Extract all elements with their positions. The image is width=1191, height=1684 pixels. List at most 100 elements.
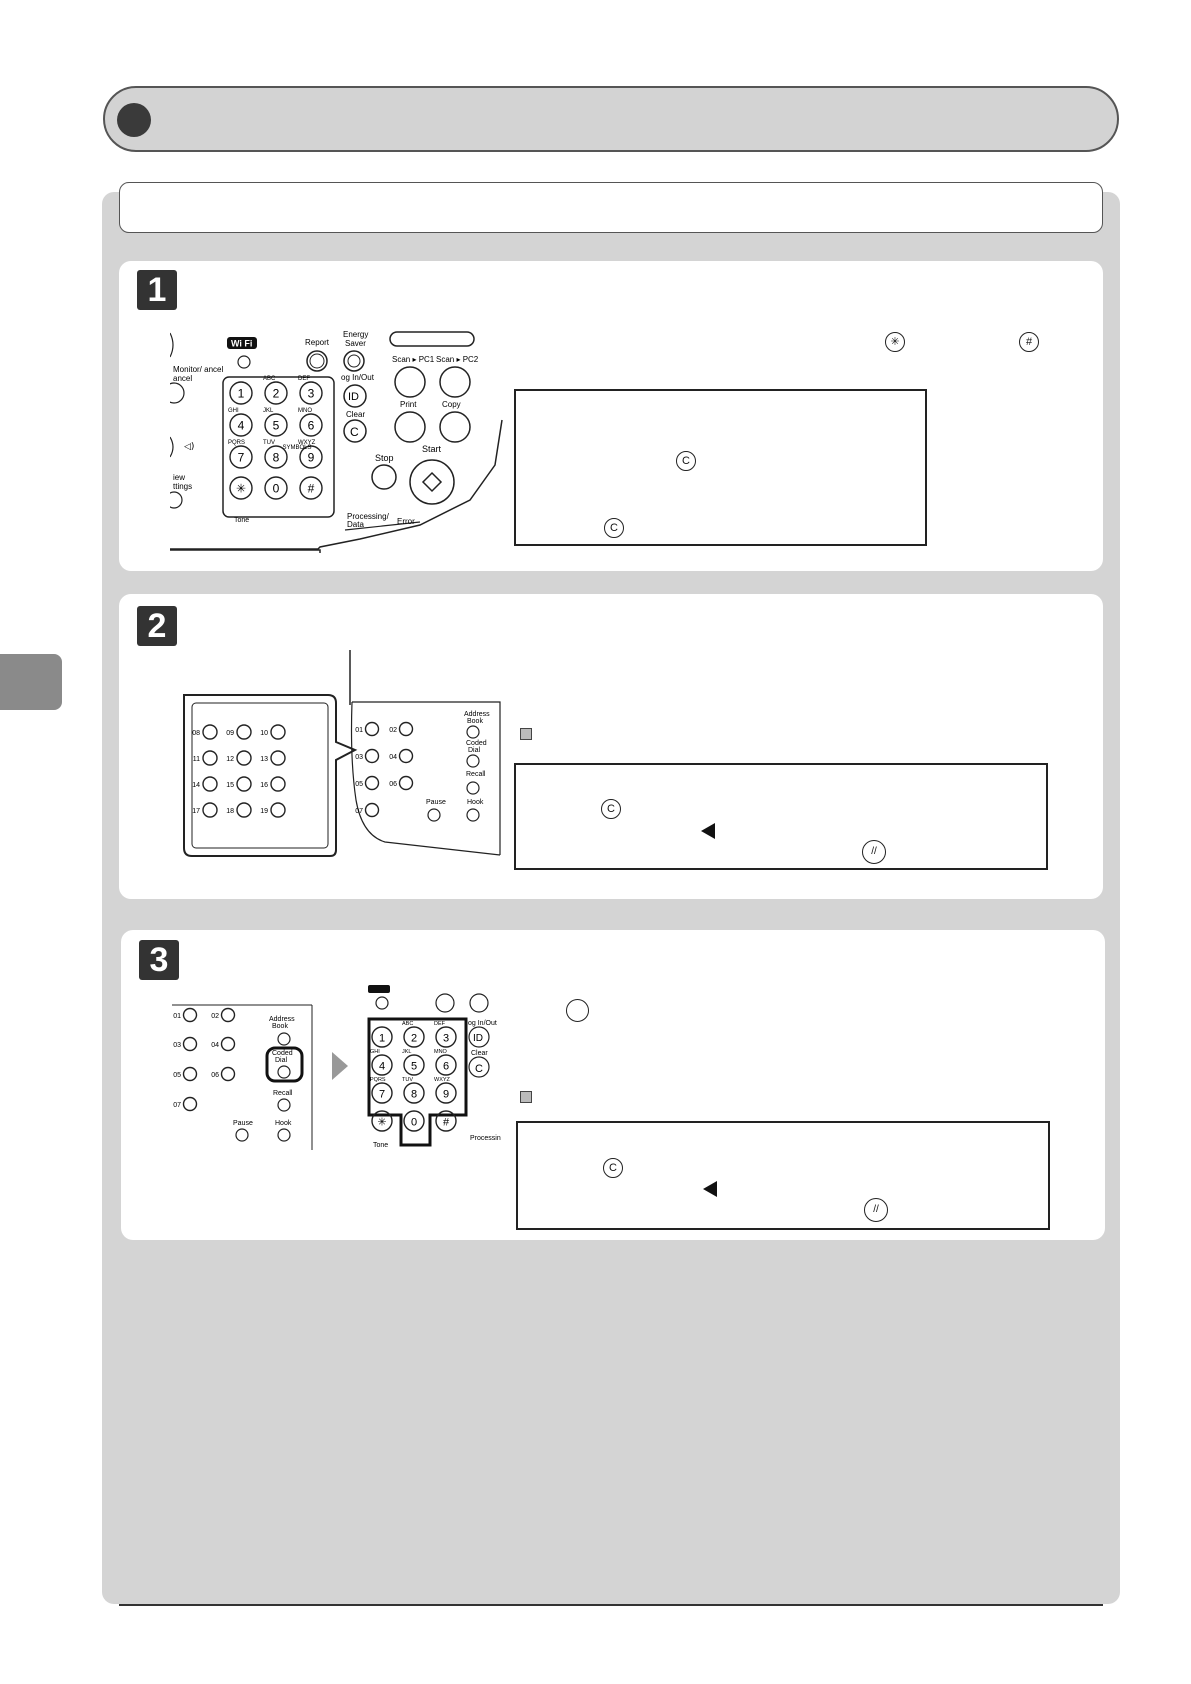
keypad-key-label: #	[308, 482, 315, 496]
monitor-cancel-label: Monitor/ ancel	[173, 365, 223, 374]
one-touch-button	[202, 802, 218, 818]
keypad-key	[403, 1082, 425, 1104]
one-touch-number: 01	[173, 1013, 181, 1020]
keypad-key	[435, 1054, 457, 1076]
one-touch-button	[182, 1036, 198, 1052]
svg-text:Clear: Clear	[471, 1050, 488, 1057]
step-3-note-box	[516, 1121, 1050, 1230]
copy-button	[439, 411, 471, 443]
one-touch-button	[270, 724, 286, 740]
reference-arrow-icon	[520, 728, 532, 740]
chapter-side-tab	[0, 654, 62, 710]
one-touch-button	[182, 1066, 198, 1082]
keypad-key-label: 0	[411, 1117, 417, 1129]
left-arrow-icon	[703, 1181, 717, 1197]
svg-text:og In/Out: og In/Out	[468, 1020, 497, 1027]
svg-text:Saver: Saver	[345, 339, 366, 348]
svg-text:Coded: Coded	[466, 740, 487, 747]
keypad-key	[299, 381, 323, 405]
clear-key-icon: C	[601, 799, 621, 819]
keypad-key-letters: PQRS	[370, 1077, 386, 1083]
left-arrow-icon	[701, 823, 715, 839]
keypad-key-label: 5	[273, 419, 280, 433]
svg-text:Hook: Hook	[467, 799, 484, 806]
wifi-icon	[227, 337, 257, 349]
hook-button	[466, 808, 480, 822]
svg-text:Copy: Copy	[442, 400, 461, 409]
one-touch-number: 10	[260, 730, 268, 737]
clear-key-icon: C	[676, 451, 696, 471]
keypad-key-letters: PQRS	[228, 440, 245, 446]
panel-edge	[170, 549, 321, 553]
keypad-key-letters: WXYZ	[434, 1077, 451, 1083]
one-touch-button	[236, 750, 252, 766]
reset-key-icon: //	[862, 840, 886, 864]
keypad-key	[403, 1110, 425, 1132]
report-button	[306, 350, 328, 372]
svg-text:Tone: Tone	[373, 1142, 388, 1149]
svg-text:ID: ID	[473, 1033, 483, 1044]
svg-text:Start: Start	[422, 444, 442, 454]
one-touch-number: 02	[211, 1013, 219, 1020]
clear-key-icon: C	[604, 518, 624, 538]
keypad-key-letters: JKL	[402, 1049, 411, 1055]
svg-text:og In/Out: og In/Out	[341, 373, 375, 382]
keypad-key	[264, 381, 288, 405]
svg-text:Error: Error	[397, 517, 415, 526]
keypad-highlight	[367, 1017, 468, 1147]
keypad-key	[403, 1054, 425, 1076]
one-touch-number: 09	[226, 730, 234, 737]
svg-text:Book: Book	[467, 718, 483, 725]
energy-saver-button	[343, 350, 365, 372]
star-key-icon: ✳	[885, 332, 905, 352]
clear-key-icon: C	[603, 1158, 623, 1178]
keypad-key	[299, 413, 323, 437]
svg-text:ID: ID	[348, 391, 359, 403]
stop-button	[371, 464, 397, 490]
chapter-title-bar	[103, 86, 1119, 152]
svg-text:Address: Address	[269, 1016, 295, 1023]
step-1-number: 1	[137, 270, 177, 310]
one-touch-button	[202, 724, 218, 740]
keypad-key-letters: ABC	[263, 376, 276, 382]
one-touch-button	[364, 721, 380, 737]
address-book-button	[466, 725, 480, 739]
pause-button	[427, 808, 441, 822]
svg-text:Data: Data	[347, 520, 364, 529]
reset-key-icon: //	[864, 1198, 888, 1222]
one-touch-button	[398, 748, 414, 764]
step-2-number: 2	[137, 606, 177, 646]
one-touch-number: 07	[173, 1102, 181, 1109]
svg-text:Coded: Coded	[272, 1050, 293, 1057]
keypad-key-label: 3	[308, 387, 315, 401]
step-1-note-box	[514, 389, 927, 546]
keypad-key-label: 6	[308, 419, 315, 433]
panel-edge-curve	[170, 419, 503, 550]
one-touch-button	[220, 1036, 236, 1052]
keypad-key-letters: WXYZ	[298, 440, 316, 446]
svg-text:Dial: Dial	[275, 1057, 288, 1064]
svg-text:ttings: ttings	[173, 482, 192, 491]
keypad-key-letters: TUV	[263, 440, 275, 446]
svg-text:C: C	[350, 425, 359, 439]
keypad-key-letters: GHI	[370, 1049, 380, 1055]
keypad-key-letters: MNO	[434, 1049, 448, 1055]
keypad-key-letters: DEF	[434, 1021, 446, 1027]
keypad-key	[371, 1054, 393, 1076]
keypad-key	[264, 476, 288, 500]
keypad-key-label: ✳	[236, 482, 246, 496]
keypad-key	[264, 413, 288, 437]
svg-text:Processing/: Processing/	[347, 512, 390, 521]
svg-text:Report: Report	[305, 338, 330, 347]
hash-key-icon: #	[1019, 332, 1039, 352]
one-touch-number: 11	[193, 756, 200, 763]
keypad-key-label: 9	[443, 1089, 449, 1101]
svg-text:Energy: Energy	[343, 330, 368, 339]
scan-pc1-button	[394, 366, 426, 398]
symbols-label: SYMBOLS	[282, 445, 311, 451]
one-touch-number: 12	[226, 756, 234, 763]
one-touch-number: 17	[192, 808, 200, 815]
